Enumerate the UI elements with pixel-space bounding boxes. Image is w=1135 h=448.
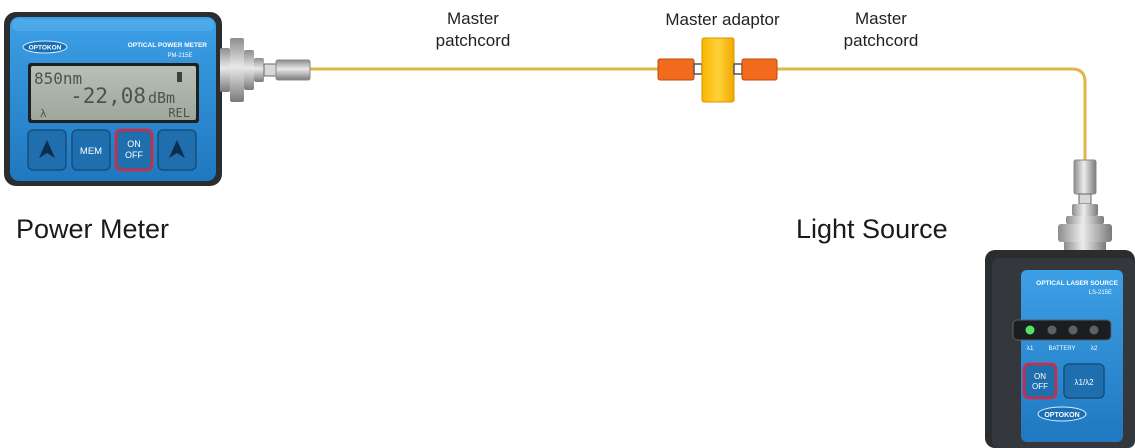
led-lambda2: [1089, 325, 1099, 335]
light-source-brand: OPTOKON: [1044, 412, 1079, 419]
power-meter-lcd: 850nm -22,08 dBm λ REL: [28, 63, 199, 123]
master-adaptor: [701, 37, 735, 103]
fiber-cable-right: [777, 67, 1087, 160]
label-light-source: Light Source: [796, 214, 948, 244]
ls-power-button[interactable]: ON OFF: [1022, 362, 1058, 400]
led-battery-label: BATTERY: [1048, 346, 1075, 352]
led-battery-2: [1068, 325, 1078, 335]
led-lambda1-label: λ1: [1027, 345, 1034, 352]
ls-on-label: ON: [1034, 372, 1046, 381]
label-patchcord-right-line1: Master: [855, 9, 907, 28]
lcd-battery-indicator: [177, 72, 182, 82]
ls-wavelength-switch-button[interactable]: λ1/λ2: [1063, 363, 1105, 399]
led-lambda1: [1025, 325, 1035, 335]
lcd-lambda-indicator: λ: [40, 107, 47, 120]
power-meter-logo: OPTOKON: [22, 40, 68, 54]
power-meter-title: OPTICAL POWER METER: [128, 42, 208, 49]
arrow-up-icon: [169, 140, 185, 158]
led-battery-1: [1047, 325, 1057, 335]
pm-mem-button[interactable]: MEM: [71, 129, 111, 171]
label-patchcord-right: Master patchcord: [826, 8, 936, 52]
lcd-rel-indicator: REL: [168, 106, 190, 120]
ls-switch-label: λ1/λ2: [1074, 378, 1094, 387]
pm-off-label: OFF: [125, 150, 143, 160]
label-patchcord-left-line1: Master: [447, 9, 499, 28]
pm-on-label: ON: [127, 139, 141, 149]
label-master-adaptor: Master adaptor: [665, 10, 780, 29]
master-adaptor-assembly: [657, 37, 778, 103]
light-source-title: OPTICAL LASER SOURCE: [1036, 280, 1119, 287]
lcd-power-unit: dBm: [148, 89, 175, 107]
pm-mem-label: MEM: [80, 146, 102, 157]
label-patchcord-right-line2: patchcord: [843, 31, 919, 50]
power-meter-device: OPTOKON OPTICAL POWER METER PM-215E 850n…: [4, 12, 222, 186]
power-meter-model: PM-215E: [167, 53, 192, 59]
label-power-meter: Power Meter: [16, 214, 170, 244]
light-source-logo: OPTOKON: [1037, 406, 1087, 422]
lcd-power-value: -22,08: [70, 84, 146, 108]
light-source-device: OPTICAL LASER SOURCE LS-215E λ1 BATTERY …: [985, 250, 1135, 448]
light-source-model: LS-215E: [1089, 290, 1112, 296]
right-sc-connector: [741, 58, 778, 81]
left-sc-connector: [657, 58, 695, 81]
label-patchcord-left-line2: patchcord: [435, 31, 511, 50]
power-meter-brand: OPTOKON: [29, 45, 62, 52]
pm-power-button[interactable]: ON OFF: [114, 128, 154, 172]
light-source-port-connector: [1058, 159, 1112, 250]
pm-up-button-right[interactable]: [157, 129, 197, 171]
pm-up-button-left[interactable]: [27, 129, 67, 171]
power-meter-port-connector: [220, 38, 311, 102]
label-patchcord-left: Master patchcord: [418, 8, 528, 52]
light-source-led-panel: [1012, 319, 1112, 341]
ls-off-label: OFF: [1032, 382, 1048, 391]
lcd-wavelength: 850nm: [34, 69, 82, 88]
arrow-up-icon: [39, 140, 55, 158]
led-lambda2-label: λ2: [1091, 345, 1098, 352]
